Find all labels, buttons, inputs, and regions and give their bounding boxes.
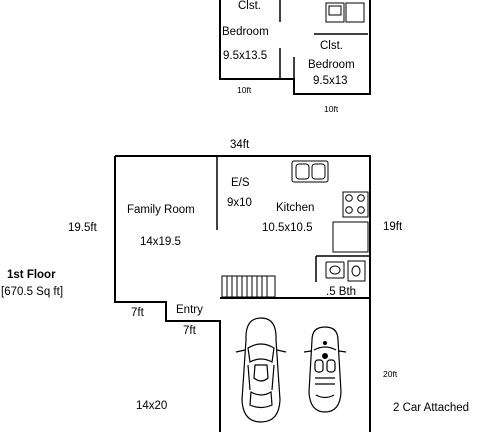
es-room-label: E/S [231, 177, 250, 189]
upper-dimension-2: 10ft [324, 104, 339, 114]
bathroom-sink-icon [347, 260, 366, 282]
entry-label: Entry [176, 304, 203, 316]
dimension-left: 19.5ft [68, 222, 97, 234]
dimension-garage: 20ft [383, 369, 398, 379]
garage-label: 2 Car Attached [393, 402, 470, 414]
sedan-car-icon [235, 317, 287, 423]
family-room-label: Family Room [127, 204, 195, 216]
upper-bedroom-2-label: Bedroom [308, 59, 355, 71]
kitchen-label: Kitchen [276, 202, 315, 214]
car-hood-details [322, 341, 328, 359]
dimension-entry-left: 7ft [131, 307, 144, 319]
upper-floor-partitions [279, 0, 368, 79]
kitchen-sink-icon [291, 160, 329, 183]
floor-title: 1st Floor [7, 269, 56, 281]
convertible-car-icon [303, 326, 347, 413]
toilet-icon [325, 261, 345, 279]
garage-size: 14x20 [136, 400, 168, 412]
upper-bedroom-1-size: 9.5x13.5 [223, 50, 268, 62]
upper-floor-walls [219, 0, 371, 95]
half-bath-label: .5 Bth [326, 286, 357, 298]
upper-closet-1-label: Clst. [238, 0, 261, 12]
refrigerator-icon [332, 221, 369, 253]
stove-icon [342, 191, 369, 218]
dimension-width-top: 34ft [230, 139, 250, 151]
kitchen-size: 10.5x10.5 [262, 222, 313, 234]
first-floor-partitions [216, 157, 370, 282]
first-floor-walls [114, 155, 371, 432]
floor-area: [670.5 Sq ft] [1, 286, 64, 298]
dimension-right: 19ft [383, 221, 403, 233]
es-room-size: 9x10 [227, 197, 252, 209]
dimension-entry-bottom: 7ft [183, 325, 196, 337]
upper-dimension-1: 10ft [237, 85, 252, 95]
washer-dryer-icon [325, 2, 365, 23]
upper-bedroom-2-size: 9.5x13 [313, 75, 348, 87]
family-room-size: 14x19.5 [140, 236, 181, 248]
stairs-icon [221, 275, 276, 298]
upper-closet-2-label: Clst. [320, 40, 343, 52]
upper-bedroom-1-label: Bedroom [222, 26, 269, 38]
